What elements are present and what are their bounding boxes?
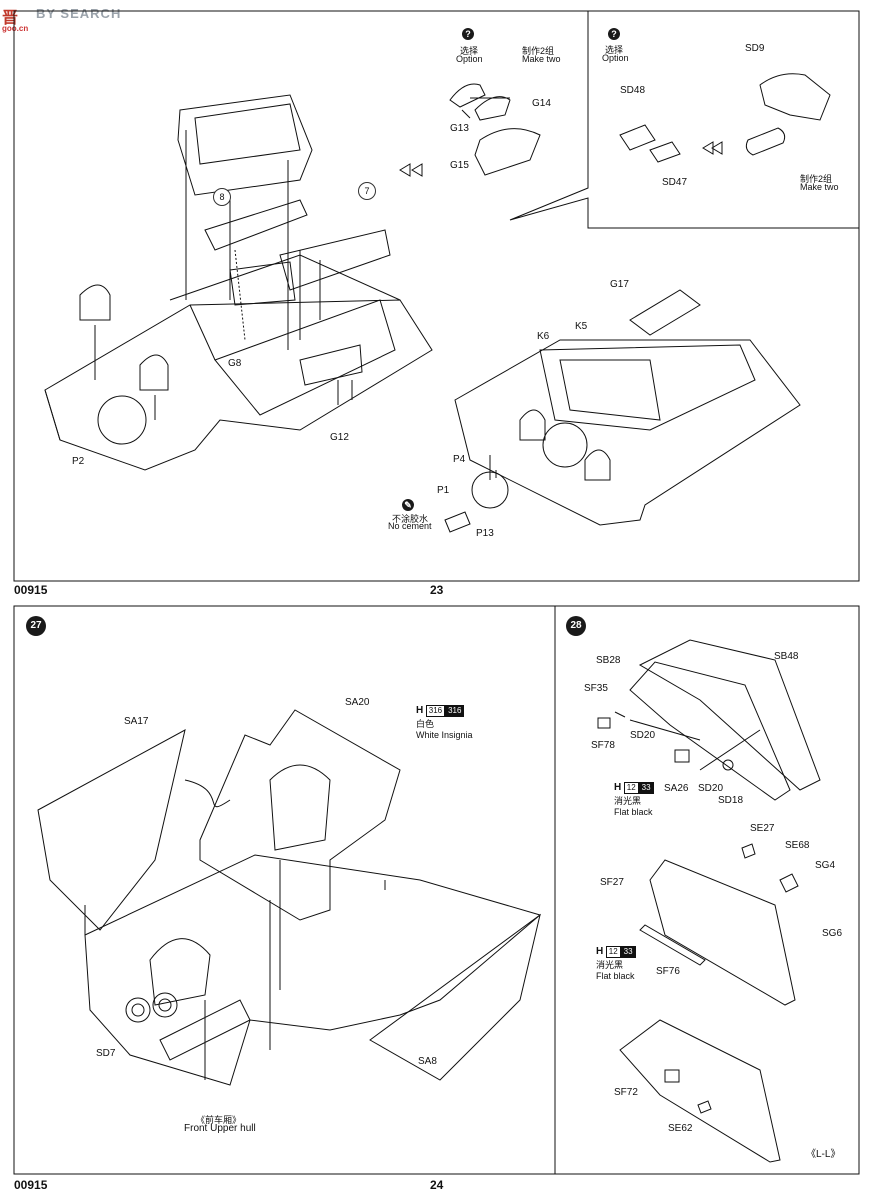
page23-number: 23 bbox=[430, 583, 444, 597]
label-k6: K6 bbox=[537, 331, 550, 342]
sa8-plate bbox=[369, 913, 541, 1081]
sb28-plate bbox=[629, 661, 791, 801]
label-l-l: 《L-L》 bbox=[806, 1149, 841, 1160]
option2-icon: ? bbox=[608, 28, 620, 40]
option-icon: ? bbox=[462, 28, 474, 40]
label-g14: G14 bbox=[532, 98, 551, 109]
step28-number: 28 bbox=[566, 616, 586, 636]
label-se27: SE27 bbox=[750, 823, 775, 834]
step27-frame bbox=[13, 605, 556, 1175]
paint2-code-a: 12 bbox=[605, 946, 621, 958]
option2-cn: 选择 bbox=[605, 45, 624, 55]
make-two-cn: 制作2组 bbox=[522, 46, 555, 56]
no-cement-cn: 不涂胶水 bbox=[392, 514, 429, 524]
paint-code: 316 bbox=[425, 705, 446, 717]
sb48-plate bbox=[638, 639, 821, 791]
label-p1: P1 bbox=[437, 485, 450, 496]
label-g15: G15 bbox=[450, 160, 469, 171]
hull-right-drawing bbox=[444, 289, 801, 533]
option-inset-box bbox=[509, 11, 859, 229]
sa20-plate bbox=[199, 709, 401, 921]
option-parts-sd48-sd47-sd9 bbox=[619, 73, 831, 163]
label-se68: SE68 bbox=[785, 840, 810, 851]
paint2-cn: 消光黑 bbox=[596, 960, 624, 970]
label-k5: K5 bbox=[575, 321, 588, 332]
no-cement-en: No cement bbox=[388, 521, 432, 531]
paint1-en: Flat black bbox=[614, 807, 653, 817]
label-sf35: SF35 bbox=[584, 683, 608, 694]
label-sd48: SD48 bbox=[620, 85, 646, 96]
option-cn: 选择 bbox=[460, 46, 479, 56]
label-se62: SE62 bbox=[668, 1123, 693, 1134]
watermark-brand: BY SEARCH bbox=[36, 6, 122, 21]
make-two2-en: Make two bbox=[800, 182, 839, 192]
label-sd9: SD9 bbox=[745, 43, 765, 54]
label-sd20b: SD20 bbox=[698, 783, 724, 794]
page24-code: 00915 bbox=[14, 1178, 48, 1192]
callout-7: 7 bbox=[358, 182, 376, 200]
label-sd7: SD7 bbox=[96, 1048, 116, 1059]
label-sa8: SA8 bbox=[418, 1056, 437, 1067]
label-g12: G12 bbox=[330, 432, 349, 443]
step28-frame bbox=[554, 605, 860, 1175]
make-two2-cn: 制作2组 bbox=[800, 174, 833, 184]
label-g17: G17 bbox=[610, 279, 629, 290]
callout-8: 8 bbox=[213, 188, 231, 206]
label-sa17: SA17 bbox=[124, 716, 149, 727]
paint1-cn: 消光黑 bbox=[614, 796, 642, 806]
paint2-code-b: 33 bbox=[620, 946, 636, 958]
label-sb48: SB48 bbox=[774, 651, 799, 662]
label-sd18: SD18 bbox=[718, 795, 744, 806]
label-sf78: SF78 bbox=[591, 740, 615, 751]
option-en: Option bbox=[456, 54, 483, 64]
label-sa20: SA20 bbox=[345, 697, 370, 708]
option-parts-g13-g14-g15 bbox=[399, 83, 541, 177]
paint2-en: Flat black bbox=[596, 971, 635, 981]
label-p2: P2 bbox=[72, 456, 85, 467]
step27-number: 27 bbox=[26, 616, 46, 636]
no-cement-icon: ✎ bbox=[402, 499, 414, 511]
paint-white-cn: 白色 bbox=[416, 719, 435, 729]
watermark-sub: goo.cn bbox=[2, 24, 29, 33]
label-sd20a: SD20 bbox=[630, 730, 656, 741]
label-p13: P13 bbox=[476, 528, 494, 539]
page23-code: 00915 bbox=[14, 583, 48, 597]
label-sf76: SF76 bbox=[656, 966, 680, 977]
page23-frame bbox=[13, 10, 860, 582]
label-sf27: SF27 bbox=[600, 877, 624, 888]
paint2-h: H bbox=[596, 946, 604, 957]
make-two-en: Make two bbox=[522, 54, 561, 64]
label-sa26: SA26 bbox=[664, 783, 689, 794]
paint1-code-b: 33 bbox=[638, 782, 654, 794]
sa17-plate bbox=[37, 729, 186, 931]
label-sb28: SB28 bbox=[596, 655, 621, 666]
label-sd47: SD47 bbox=[662, 177, 688, 188]
paint1-h: H bbox=[614, 782, 622, 793]
paint-h: H bbox=[416, 705, 424, 716]
label-sf72: SF72 bbox=[614, 1087, 638, 1098]
option2-en: Option bbox=[602, 53, 629, 63]
step28-drawing bbox=[597, 639, 821, 1163]
label-g13: G13 bbox=[450, 123, 469, 134]
paint-code-2: 316 bbox=[445, 705, 465, 717]
label-p4: P4 bbox=[453, 454, 466, 465]
label-g8: G8 bbox=[228, 358, 242, 369]
step27-hull-drawing bbox=[37, 709, 542, 1086]
front-hull-cn: 《前车厢》 bbox=[196, 1115, 242, 1125]
paint1-code-a: 12 bbox=[623, 782, 639, 794]
page24-number: 24 bbox=[430, 1178, 444, 1192]
label-sg4: SG4 bbox=[815, 860, 836, 871]
label-sg6: SG6 bbox=[822, 928, 843, 939]
paint-white-en: White Insignia bbox=[416, 730, 473, 740]
front-hull-en: Front Upper hull bbox=[184, 1123, 256, 1134]
hull-left-drawing bbox=[44, 94, 433, 471]
